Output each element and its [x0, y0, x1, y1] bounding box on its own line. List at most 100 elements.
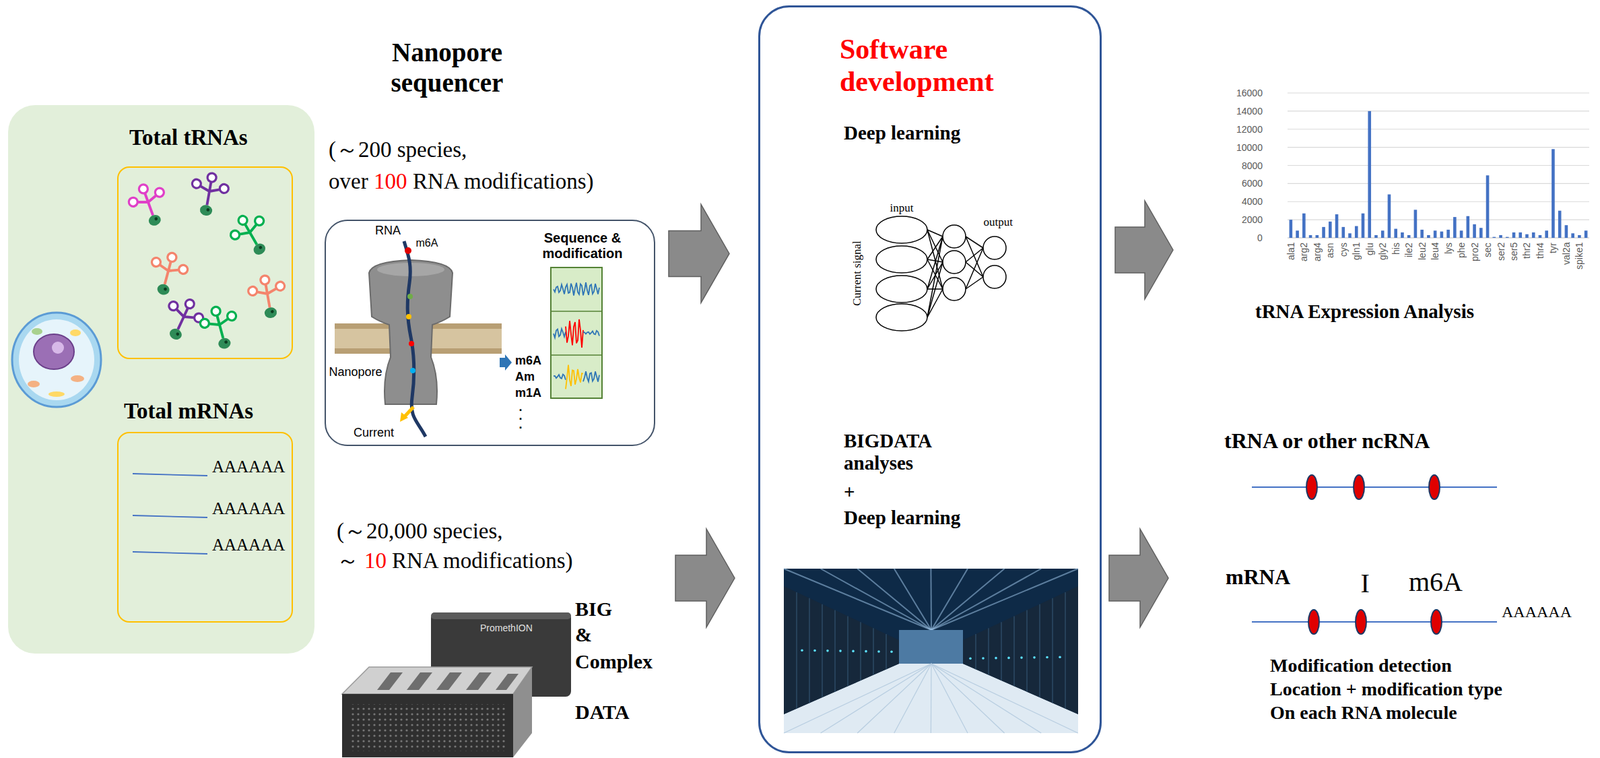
- category-label: arg2: [1298, 241, 1310, 262]
- trna-glyph-part: [226, 310, 238, 322]
- bar: [1381, 230, 1385, 238]
- trna-glyph-part: [217, 336, 233, 351]
- axis-tick: 6000: [1241, 177, 1264, 189]
- datacenter-part: [1013, 615, 1015, 686]
- section-heading: Deep learning: [843, 121, 961, 145]
- axis-tick: 12000: [1236, 123, 1264, 135]
- datacenter-part: [1039, 604, 1041, 697]
- trna-glyph-part: [253, 214, 266, 227]
- datacenter-part: [872, 627, 875, 675]
- data-note: &: [575, 622, 593, 647]
- section-heading: BIGDATA analyses: [843, 429, 962, 475]
- bar: [1426, 235, 1431, 238]
- count-note: (～20,000 species,: [336, 518, 504, 545]
- input-neuron: [876, 216, 928, 244]
- category-label: leu2: [1416, 241, 1428, 260]
- grid-line: [1287, 110, 1590, 112]
- nanopore-illustration-part: [400, 412, 409, 422]
- datacenter-part: [1007, 656, 1011, 660]
- polya-tail: AAAAAA: [212, 535, 286, 555]
- network-link: [927, 261, 943, 318]
- count-note: RNA modifications): [412, 169, 595, 195]
- count-number: 10: [364, 548, 388, 574]
- trna-glyph-part: [237, 214, 250, 227]
- input-neuron: [876, 275, 928, 303]
- bar: [1498, 235, 1503, 238]
- nanopore-panel: RNAm6ANanoporeCurrentSequence & modifica…: [324, 219, 656, 446]
- datacenter-part: [1000, 621, 1003, 681]
- network-link: [965, 236, 984, 277]
- datacenter-part: [930, 663, 932, 733]
- trna-pool-box: Total tRNAs: [117, 166, 293, 359]
- datacenter-part: [839, 649, 842, 652]
- trna-glyph: [245, 272, 290, 321]
- trna-glyph-part: [138, 183, 150, 195]
- layer-label: output: [983, 215, 1014, 229]
- grid-line: [1287, 128, 1590, 130]
- cell-illustration-part: [27, 380, 40, 388]
- network-link: [927, 229, 943, 289]
- hidden-neuron: [942, 224, 966, 248]
- trna-glyph: [187, 169, 231, 219]
- hidden-neuron: [942, 250, 966, 274]
- sequencer-device-part: [350, 703, 506, 751]
- bar: [1328, 221, 1332, 238]
- block-arrow: [675, 528, 735, 627]
- modification-label: m6A: [1408, 566, 1464, 598]
- category-label: sec: [1482, 241, 1493, 258]
- bar: [1479, 227, 1483, 238]
- datacenter-part: [864, 649, 868, 653]
- category-label: cys: [1338, 241, 1349, 257]
- modification-label: m6A: [515, 353, 543, 368]
- bar: [1302, 213, 1306, 238]
- polya-tail: AAAAAA: [1501, 602, 1573, 622]
- bar: [1309, 235, 1313, 238]
- trna-glyph: [124, 178, 174, 232]
- part-label: RNA: [375, 223, 402, 238]
- cell-illustration-part: [70, 375, 85, 382]
- count-note: (～200 species,: [328, 137, 468, 163]
- category-label: leu4: [1429, 241, 1441, 260]
- polya-tail: AAAAAA: [212, 457, 286, 477]
- category-label: ala1: [1285, 241, 1297, 260]
- modification-label: m1A: [515, 385, 543, 400]
- bar: [1492, 237, 1496, 238]
- trna-glyph-part: [199, 204, 214, 217]
- datacenter-part: [847, 615, 849, 686]
- output-neuron: [983, 265, 1007, 289]
- sequencer-device-part: [406, 672, 433, 690]
- bar: [1393, 228, 1398, 238]
- bar: [1433, 230, 1438, 238]
- datacenter-part: [929, 568, 932, 630]
- device-title: Nanopore sequencer: [359, 37, 535, 99]
- bar: [1387, 194, 1392, 239]
- trna-glyph-part: [228, 228, 242, 242]
- input-neuron: [876, 303, 928, 331]
- datacenter-part: [931, 568, 968, 630]
- block-arrows: [675, 200, 1174, 627]
- cell-illustration-part: [70, 329, 81, 337]
- bar: [1367, 111, 1372, 238]
- sequencer-device-part: [465, 672, 492, 690]
- section-heading: Deep learning: [843, 506, 961, 529]
- axis-tick: 14000: [1236, 105, 1264, 117]
- nanopore-illustration: [334, 241, 603, 437]
- trna-glyph-part: [191, 178, 202, 189]
- category-label: thr4: [1534, 241, 1546, 259]
- bar: [1321, 226, 1326, 238]
- sequencer-device-part: [377, 672, 403, 690]
- nanopore-illustration-part: [404, 241, 426, 437]
- axis-tick: 10000: [1236, 142, 1264, 153]
- datacenter-part: [783, 585, 899, 714]
- signal-trace: [553, 328, 566, 338]
- trna-glyph-part: [206, 172, 217, 183]
- category-label: arg4: [1311, 241, 1323, 262]
- datacenter-part: [975, 633, 977, 669]
- nanopore-illustration-part: [404, 406, 414, 417]
- datacenter-part: [894, 568, 932, 630]
- trna-glyph-part: [270, 309, 275, 314]
- input-neuron: [876, 245, 928, 273]
- bar: [1538, 235, 1543, 238]
